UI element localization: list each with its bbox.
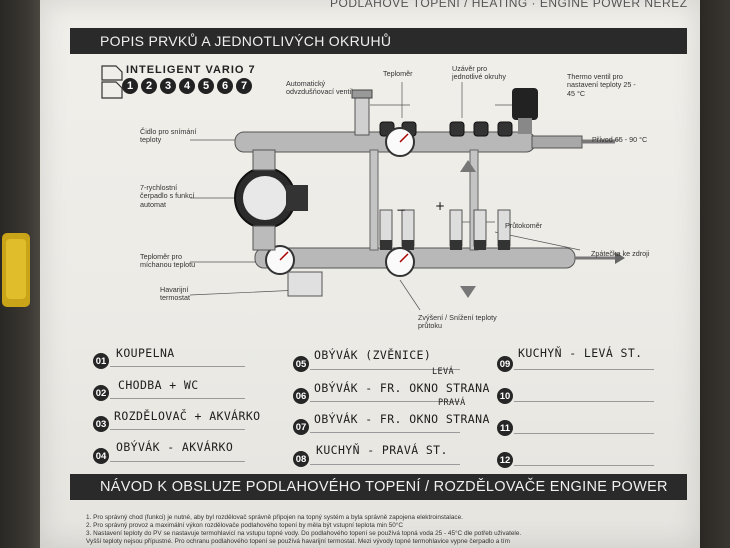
instruction-line: 3. Nastavení teploty do PV se nastavuje … (86, 530, 522, 537)
top-strip-text: PODLAHOVÉ TOPENÍ / HEATING · ENGINE POWE… (330, 0, 688, 10)
circle-number: 6 (217, 78, 233, 94)
label-thermo-valve: Thermo ventil pro nastavení teploty 25 -… (567, 72, 636, 98)
circuit-number: 08 (293, 451, 309, 467)
document-icon (101, 65, 123, 99)
circle-number: 4 (179, 78, 195, 94)
label-flowmeter: Průtokoměr (505, 221, 543, 230)
underline (514, 401, 654, 402)
label-return: Zpátečka ke zdroji (591, 249, 650, 258)
circuit-name: KUCHYŇ - LEVÁ ST. (518, 346, 643, 360)
svg-text:−: − (396, 203, 406, 217)
circuit-name: KOUPELNA (116, 346, 175, 360)
circle-number: 2 (141, 78, 157, 94)
underline (110, 398, 245, 399)
circle-number: 5 (198, 78, 214, 94)
circuit-name: OBÝVÁK - FR. OKNO STRANA (314, 412, 490, 426)
label-shutoff: Uzávěr pro jednotlivé okruhy (452, 64, 506, 82)
underline (514, 369, 654, 370)
svg-text:+: + (435, 199, 445, 213)
circuit-number: 05 (293, 356, 309, 372)
label-pump: 7-rychlostní čerpadlo s funkcí automat (140, 183, 195, 209)
underline (514, 465, 654, 466)
circuit-name: OBÝVÁK - AKVÁRKO (116, 440, 234, 454)
circuit-name: ROZDĚLOVAČ + AKVÁRKO (114, 409, 261, 423)
circle-number: 1 (122, 78, 138, 94)
label-supply: Přívod 65 - 90 °C (592, 135, 648, 144)
label-mix-thermometer: Teploměr pro míchanou teplotu (140, 252, 196, 270)
circuit-name: CHODBA + WC (118, 378, 199, 392)
background-right (700, 0, 730, 548)
circuit-number: 01 (93, 353, 109, 369)
circuit-number: 09 (497, 356, 513, 372)
circuit-number: 07 (293, 419, 309, 435)
circuit-number: 10 (497, 388, 513, 404)
binder-clip (2, 233, 30, 307)
circuit-number: 12 (497, 452, 513, 468)
underline (110, 366, 245, 367)
manifold-diagram: − + (189, 82, 625, 311)
underline (310, 369, 460, 370)
circuit-name: OBÝVÁK (ZVĚNICE) (314, 348, 432, 362)
underline (310, 432, 460, 433)
section-header-instructions: NÁVOD K OBSLUZE PODLAHOVÉHO TOPENÍ / ROZ… (70, 474, 687, 500)
label-flow-adjust: Zvýšení / Snížení teploty průtoku (418, 313, 497, 331)
underline (514, 433, 654, 434)
instruction-line: 2. Pro správný provoz a maximální výkon … (86, 522, 403, 529)
circuit-number: 06 (293, 388, 309, 404)
instruction-line: Vyšší teploty nejsou přípustné. Pro ochr… (86, 538, 510, 545)
manual-page: PODLAHOVÉ TOPENÍ / HEATING · ENGINE POWE… (40, 0, 700, 548)
label-thermometer: Teploměr (383, 69, 413, 78)
circuit-note: PRAVÁ (438, 398, 466, 408)
section-title: POPIS PRVKŮ A JEDNOTLIVÝCH OKRUHŮ (100, 33, 392, 49)
underline (310, 464, 460, 465)
background-left (0, 0, 40, 548)
label-auto-vent: Automatický odvzdušňovací ventil (286, 79, 353, 97)
circuit-name: OBÝVÁK - FR. OKNO STRANA (314, 381, 490, 395)
circle-number: 3 (160, 78, 176, 94)
circuit-number: 03 (93, 416, 109, 432)
instruction-line: 1. Pro správný chod (funkci) je nutné, a… (86, 514, 463, 521)
underline (310, 401, 460, 402)
circuit-number: 11 (497, 420, 513, 436)
product-name: INTELIGENT VARIO 7 (126, 64, 256, 76)
circuit-count-circles: 1 2 3 4 5 6 7 (122, 78, 252, 94)
label-temp-sensor: Čidlo pro snímání teploty (140, 127, 197, 145)
circuit-number: 04 (93, 448, 109, 464)
section-header-description: POPIS PRVKŮ A JEDNOTLIVÝCH OKRUHŮ (70, 28, 687, 54)
circle-number: 7 (236, 78, 252, 94)
circuit-note: LEVÁ (432, 367, 455, 377)
circuit-name: KUCHYŇ - PRAVÁ ST. (316, 443, 448, 457)
circuit-number: 02 (93, 385, 109, 401)
section-title: NÁVOD K OBSLUZE PODLAHOVÉHO TOPENÍ / ROZ… (100, 479, 668, 495)
underline (110, 461, 245, 462)
label-emergency-thermostat: Havarijní termostat (160, 285, 190, 303)
underline (110, 429, 245, 430)
